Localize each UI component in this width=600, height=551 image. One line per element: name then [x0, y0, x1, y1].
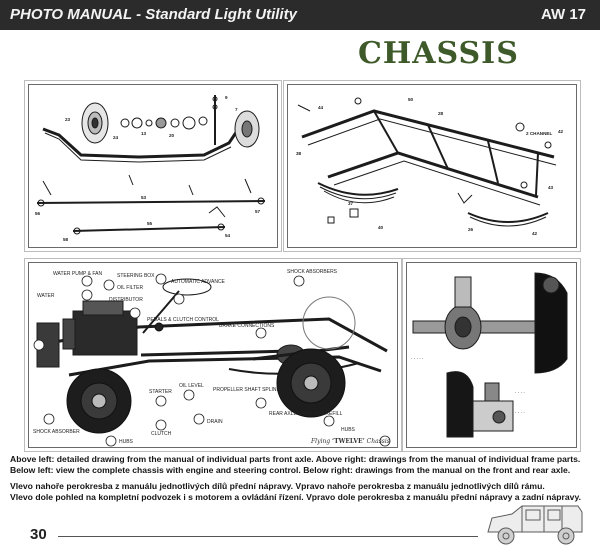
svg-text:23: 23: [65, 117, 71, 122]
svg-text:26: 26: [468, 227, 474, 232]
manual-title: PHOTO MANUAL - Standard Light Utility: [10, 6, 297, 23]
callout-label: SHOCK ABSORBER: [33, 429, 80, 435]
complete-chassis-panel: WATER PUMP & FAN WATER STEERING BOX OIL …: [28, 262, 398, 448]
model-code: AW 17: [540, 6, 586, 23]
callout-label: PROPELLER SHAFT SPLINES: [213, 387, 284, 393]
svg-text:9: 9: [225, 95, 228, 100]
channel-label: 2 CHANNEL: [526, 131, 552, 136]
footer-rule: [58, 536, 478, 537]
caption-czech-line-1: Vlevo nahoře perokresba z manuálu jednot…: [10, 481, 545, 491]
svg-text:44: 44: [318, 105, 324, 110]
header-bar: [0, 0, 600, 30]
callout-label: OIL FILTER: [117, 285, 144, 291]
axle-panel: . . . . . . . . . . . . .: [406, 262, 577, 448]
callout-label: PEDALS & CLUTCH CONTROL: [147, 317, 219, 323]
svg-text:56: 56: [35, 211, 41, 216]
caption-czech-line-2: Vlevo dole pohled na kompletní podvozek …: [10, 492, 581, 502]
callout-label: DISTRIBUTOR: [109, 297, 143, 303]
callout-label: SHOCK ABSORBERS: [287, 269, 338, 275]
svg-text:43: 43: [548, 185, 554, 190]
svg-text:. . . .: . . . .: [515, 389, 525, 395]
svg-text:7: 7: [235, 107, 238, 112]
callout-label: REAR AXLE GEAR AND REFILL: [269, 411, 343, 417]
frame-panel-frame: [283, 80, 581, 252]
front-axle-panel: 23 24 13 20 9 7 53 55 57 56 58 54: [28, 84, 278, 248]
callout-label: WATER PUMP & FAN: [53, 271, 102, 277]
callout-label: AUTOMATIC ADVANCE: [171, 279, 226, 285]
callout-label: WATER: [37, 293, 55, 299]
callout-label: BRAKE CONNECTIONS: [219, 323, 275, 329]
caption-english-line-1: Above left: detailed drawing from the ma…: [10, 454, 581, 464]
svg-text:55: 55: [147, 221, 153, 226]
frame-parts-drawing: 2 CHANNEL 44 50 28 38 37 40 26 42 43 42: [296, 97, 564, 236]
svg-text:40: 40: [378, 225, 384, 230]
complete-chassis-drawing: WATER PUMP & FAN WATER STEERING BOX OIL …: [33, 269, 391, 447]
callout-label: STEERING BOX: [117, 273, 155, 279]
callout-label: DRAIN: [207, 419, 223, 425]
frame-panel: 2 CHANNEL 44 50 28 38 37 40 26 42 43 42: [287, 84, 577, 248]
front-and-rear-axle-drawing: . . . . . . . . . . . . .: [411, 272, 568, 438]
chassis-caption: Flying ‘TWELVE’ Chassis: [310, 438, 390, 445]
callout-label: HUBS: [341, 427, 356, 433]
svg-text:57: 57: [255, 209, 261, 214]
svg-text:. . . . .: . . . . .: [411, 355, 424, 361]
caption-english-line-2: Below left: view the complete chassis wi…: [10, 465, 571, 475]
svg-text:28: 28: [438, 111, 444, 116]
front-axle-panel-frame: [24, 80, 282, 252]
svg-text:37: 37: [348, 201, 354, 206]
chassis-panel-frame: [24, 258, 402, 452]
callout-label: HUBS: [119, 439, 134, 445]
svg-text:20: 20: [169, 133, 175, 138]
svg-text:24: 24: [113, 135, 119, 140]
svg-text:54: 54: [225, 233, 231, 238]
svg-text:42: 42: [532, 231, 538, 236]
callout-label: CLUTCH: [151, 431, 172, 437]
utility-vehicle-icon: [482, 500, 588, 551]
axle-panel-frame: [402, 258, 581, 452]
section-title: CHASSIS: [358, 36, 519, 71]
callout-label: STARTER: [149, 389, 172, 395]
svg-text:42: 42: [558, 129, 564, 134]
svg-text:. . . .: . . . .: [515, 409, 525, 415]
svg-text:58: 58: [63, 237, 69, 242]
front-axle-parts-drawing: 23 24 13 20 9 7 53 55 57 56 58 54: [35, 95, 266, 242]
page-number: 30: [30, 526, 47, 543]
callout-label: OIL LEVEL: [179, 383, 204, 389]
svg-text:13: 13: [141, 131, 147, 136]
svg-text:50: 50: [408, 97, 414, 102]
svg-text:38: 38: [296, 151, 302, 156]
svg-text:53: 53: [141, 195, 147, 200]
